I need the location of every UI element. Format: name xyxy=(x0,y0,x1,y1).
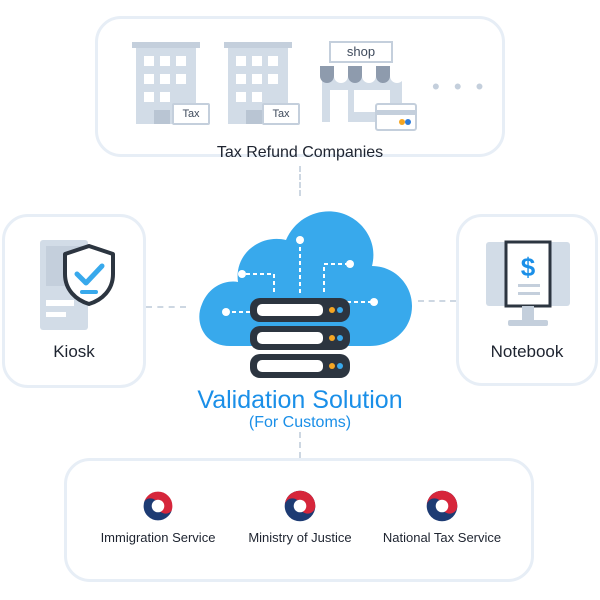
kiosk-label: Kiosk xyxy=(53,342,95,361)
tax-tag-2: Tax xyxy=(262,103,300,125)
shop-sign: shop xyxy=(346,44,376,59)
taegeuk-emblem-icon xyxy=(141,489,175,523)
office-building-icon xyxy=(132,42,200,124)
agency-label-national-tax: National Tax Service xyxy=(382,530,502,545)
taegeuk-emblem-icon xyxy=(426,490,458,522)
more-ellipsis: • • • xyxy=(432,74,488,99)
connector-left xyxy=(146,306,186,308)
tax-tag-1: Tax xyxy=(172,103,210,125)
tax-refund-companies-label: Tax Refund Companies xyxy=(216,144,384,161)
agency-label-justice: Ministry of Justice xyxy=(248,530,352,545)
connector-top xyxy=(299,166,301,196)
validation-solution-title: Validation Solution xyxy=(197,386,403,414)
validation-solution-subtitle: (For Customs) xyxy=(248,414,352,431)
monitor-invoice-icon xyxy=(486,240,570,326)
notebook-label: Notebook xyxy=(490,342,564,361)
connector-right xyxy=(418,300,456,302)
agency-label-immigration: Immigration Service xyxy=(100,530,216,545)
server-stack-icon xyxy=(250,298,350,378)
shop-storefront-icon xyxy=(320,41,417,131)
connector-bottom xyxy=(299,432,301,458)
security-shield-check-icon xyxy=(63,244,115,306)
dollar-sign-icon: $ xyxy=(520,252,536,282)
taegeuk-emblem-icon xyxy=(284,490,316,522)
